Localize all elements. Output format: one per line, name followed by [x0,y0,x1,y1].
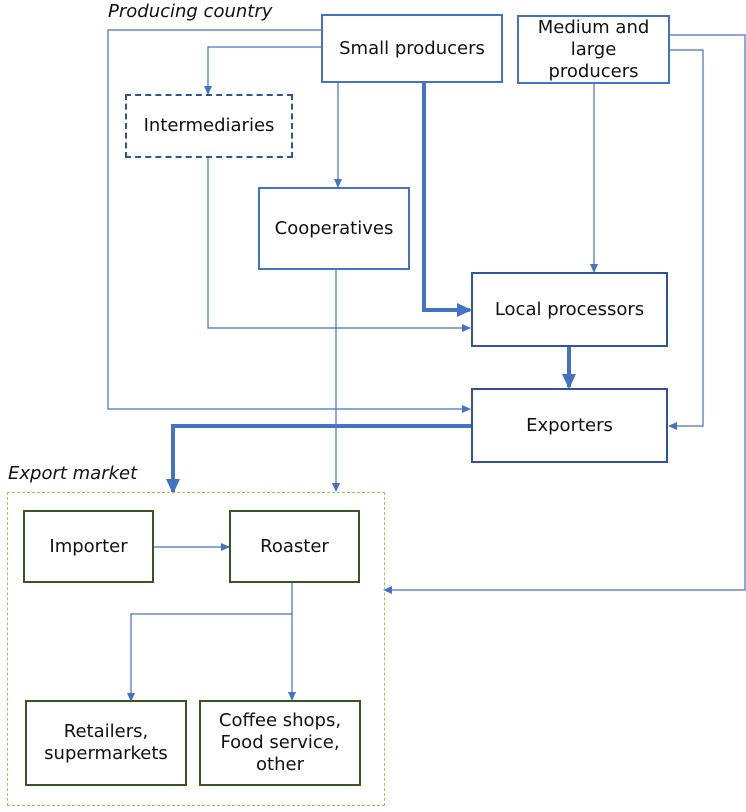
producing-country-label: Producing country [108,1,273,22]
export-market-label: Export market [8,463,138,484]
export-market-region [7,492,385,806]
node-local-processors: Local processors [471,272,668,347]
node-roaster: Roaster [229,510,360,583]
flow-small-to-local-processors [422,82,472,317]
node-small-producers: Small producers [321,14,503,83]
node-intermediaries: Intermediaries [125,94,293,158]
flow-intermediaries-to-local-processors [207,158,471,332]
flow-exporters-to-export-market [166,424,472,494]
flow-small-to-intermediaries [204,46,322,95]
node-retailers-supermarkets: Retailers, supermarkets [25,700,187,786]
node-importer: Importer [23,510,154,583]
node-cooperatives: Cooperatives [258,187,410,270]
node-medium-large-producers: Medium and large producers [517,15,670,84]
node-coffee-shops: Coffee shops, Food service, other [199,700,361,786]
flow-roaster-to-retailers [127,583,293,702]
flow-small-to-exporters [107,29,471,413]
flow-medium-to-export-market [383,34,746,594]
flow-medium-to-exporters [668,49,704,430]
node-exporters: Exporters [471,388,668,463]
